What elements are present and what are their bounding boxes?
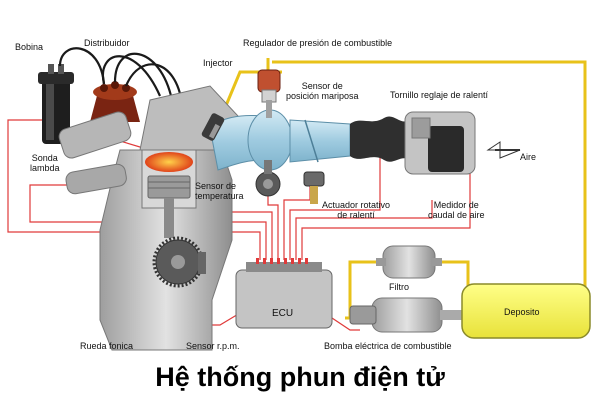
- label-medidor: Medidor de caudal de aire: [428, 200, 485, 220]
- label-actuador: Actuador rotativo de ralentí: [322, 200, 391, 220]
- air-flow-meter: [404, 111, 521, 175]
- label-regulador: Regulador de presión de combustible: [243, 38, 393, 48]
- label-deposito: Deposito: [504, 307, 540, 317]
- label-distribuidor: Distribuidor: [84, 38, 130, 48]
- fuel-filter: [376, 245, 442, 279]
- label-bomba: Bomba eléctrica de combustible: [324, 341, 452, 351]
- label-sensor-temperatura: Sensor de temperatura: [195, 181, 244, 201]
- label-aire: Aire: [520, 152, 537, 162]
- ignition-wires: [58, 47, 184, 105]
- label-filtro: Filtro: [389, 282, 409, 292]
- injector: [201, 113, 225, 141]
- label-rueda-fonica: Rueda fonica: [80, 341, 134, 351]
- label-tornillo: Tornillo reglaje de ralentí: [390, 90, 489, 100]
- engine-block: [58, 85, 239, 351]
- throttle-sensor: [255, 160, 281, 197]
- idle-actuator: [303, 171, 325, 204]
- fuel-tank: [461, 283, 591, 339]
- label-injector: Injector: [203, 58, 233, 68]
- label-sensor-rpm: Sensor r.p.m.: [186, 341, 240, 351]
- label-ecu: ECU: [272, 308, 294, 319]
- fuel-pressure-regulator: [257, 69, 281, 118]
- ignition-coil: [38, 64, 74, 144]
- fuel-pump: [349, 297, 466, 333]
- intake-manifold: [209, 109, 410, 171]
- caption-title: Hệ thống phun điện tử: [155, 362, 445, 392]
- label-sonda-lambda: Sonda lambda: [30, 153, 60, 173]
- ecu-box: [235, 258, 333, 329]
- label-bobina: Bobina: [15, 42, 44, 52]
- label-sensor-mariposa: Sensor de posición mariposa: [286, 81, 359, 101]
